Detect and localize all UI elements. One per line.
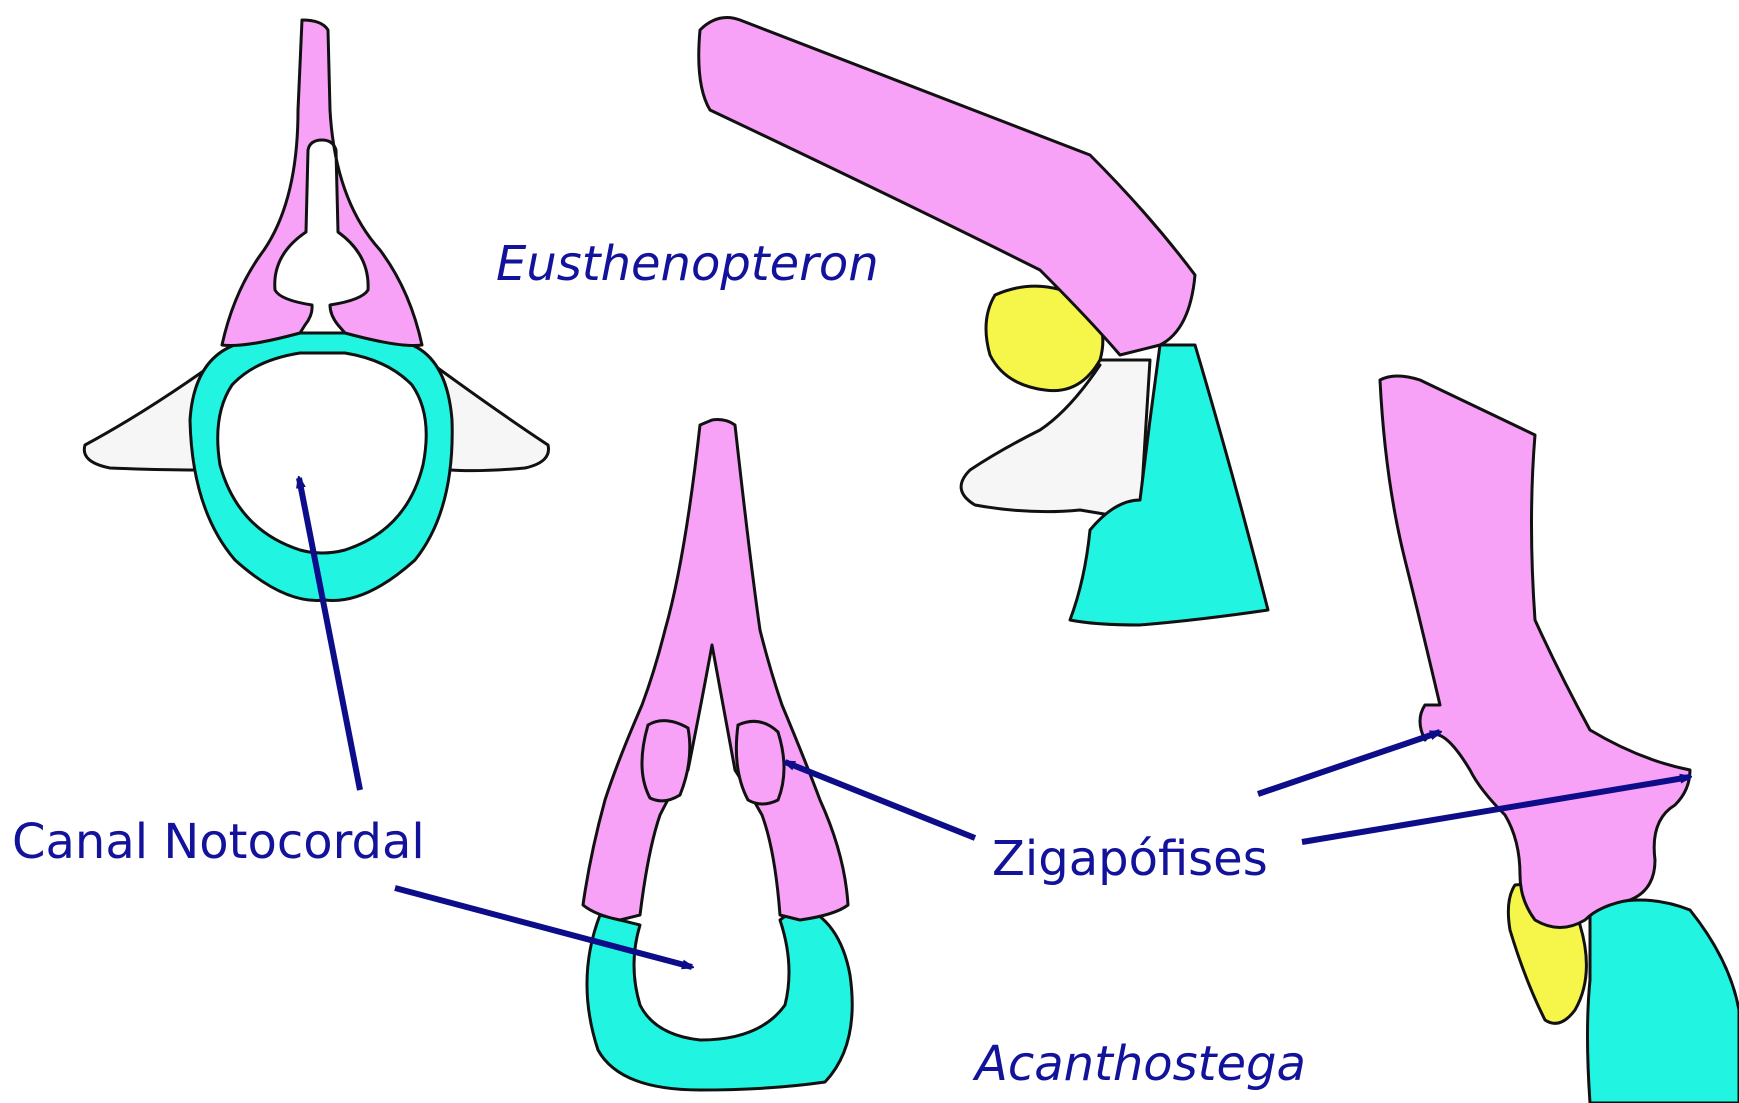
neural-arch-anterior (583, 420, 848, 920)
acanthostega-anterior-vertebra (583, 420, 852, 1090)
neural-spine-lateral (699, 18, 1195, 355)
label-eusthenopteron: Eusthenopteron (496, 240, 879, 288)
label-zigapofises: Zigapófises (992, 835, 1268, 883)
arrow-zigapofises-to-lateral-upper (1258, 732, 1440, 794)
arrow-canal-to-eusthenopteron (299, 478, 360, 790)
neural-arch (222, 20, 422, 346)
zygapophysis-left (642, 721, 690, 801)
eusthenopteron-anterior-vertebra (84, 20, 548, 601)
intercentrum-anterior (587, 905, 852, 1090)
zygapophysis-right (736, 721, 784, 804)
arrow-canal-to-acanthostega (395, 888, 692, 967)
acanthostega-lateral-vertebra (1380, 376, 1739, 1103)
intercentrum-lateral-acanthostega (1588, 900, 1739, 1103)
neural-spine-lateral-acanthostega (1380, 376, 1690, 928)
eusthenopteron-lateral-vertebra (699, 18, 1268, 625)
intercentrum-ring (190, 333, 452, 601)
label-canal-notocordal: Canal Notocordal (12, 818, 425, 866)
label-acanthostega: Acanthostega (975, 1040, 1306, 1088)
